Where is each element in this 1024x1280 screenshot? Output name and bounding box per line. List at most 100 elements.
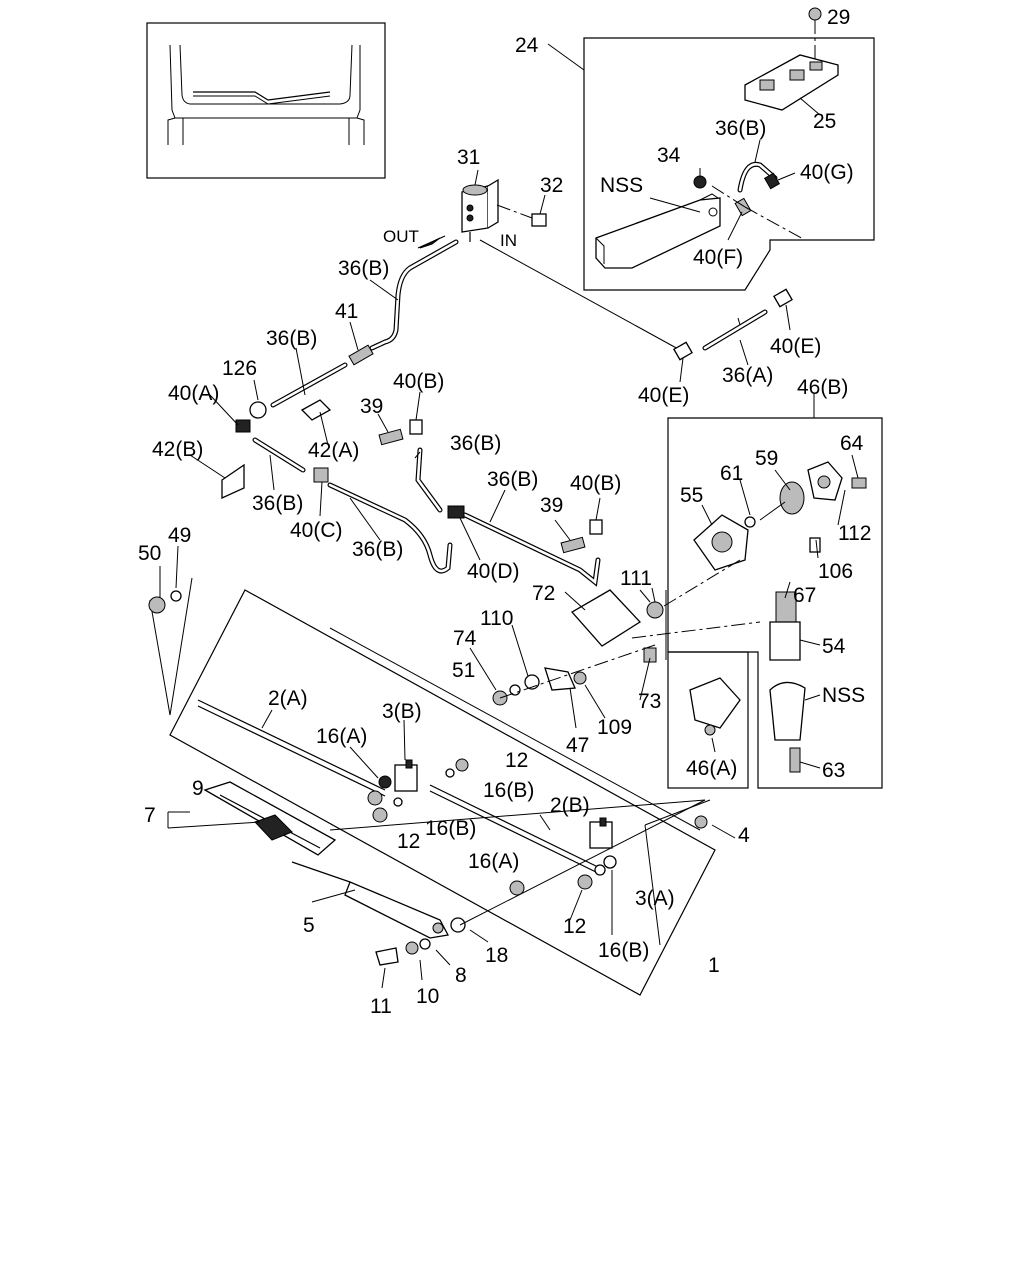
label-nss-motor: NSS	[822, 684, 865, 707]
washer-126-icon	[249, 401, 267, 419]
label-49: 49	[168, 524, 191, 547]
label-2b: 2(B)	[550, 794, 590, 817]
connector-39b-icon	[560, 536, 586, 554]
connector-41-icon	[348, 344, 374, 366]
label-46a: 46(A)	[686, 757, 737, 780]
bolt-29-icon	[808, 7, 822, 60]
label-54: 54	[822, 635, 846, 658]
washer-pump-icon	[461, 178, 499, 242]
label-40a: 40(A)	[168, 382, 219, 405]
label-74: 74	[453, 627, 477, 650]
wiper-motor-icon	[689, 461, 843, 773]
washer-tank-box	[547, 37, 875, 291]
label-34: 34	[657, 144, 681, 167]
connector-40e-right-icon	[773, 288, 793, 308]
windshield-outline-icon	[146, 22, 386, 179]
clip-42b-icon	[221, 463, 245, 500]
label-111: 111	[620, 567, 652, 590]
pivot-3a-icon	[577, 817, 617, 890]
label-64: 64	[840, 432, 864, 455]
callout-labels: 29 24 25 36(B) 34 NSS 40(G) 40(F) 31 32 …	[138, 6, 871, 1018]
connector-39a-icon	[378, 428, 404, 446]
connector-40b-b-icon	[589, 519, 603, 535]
label-8: 8	[455, 964, 467, 987]
linkage-rod-2a-icon	[197, 627, 701, 831]
label-nss-tank: NSS	[600, 174, 643, 197]
label-2a: 2(A)	[268, 687, 308, 710]
label-9: 9	[192, 777, 204, 800]
label-12-upper: 12	[505, 749, 528, 772]
label-11: 11	[370, 995, 392, 1018]
label-40e-left: 40(E)	[638, 384, 689, 407]
label-36b-upper: 36(B)	[266, 327, 317, 350]
label-12-lower: 12	[563, 915, 586, 938]
label-106: 106	[818, 560, 853, 583]
label-36a: 36(A)	[722, 364, 773, 387]
label-7: 7	[144, 804, 156, 827]
label-3b: 3(B)	[382, 700, 422, 723]
out-arrow-icon	[417, 235, 446, 249]
grommet-34-icon	[693, 175, 707, 189]
label-51: 51	[452, 659, 475, 682]
label-36b-right: 36(B)	[487, 468, 538, 491]
connector-40g-icon	[763, 172, 781, 190]
small-parts-linkage-icon	[148, 590, 708, 933]
label-40b-upper: 40(B)	[393, 370, 444, 393]
label-1: 1	[708, 954, 720, 977]
label-18: 18	[485, 944, 508, 967]
label-40g: 40(G)	[800, 161, 854, 184]
bolt-32-icon	[496, 204, 547, 227]
label-40e-right: 40(E)	[770, 335, 821, 358]
clip-42a-icon	[300, 399, 332, 421]
label-3a: 3(A)	[635, 887, 675, 910]
connector-40a-icon	[235, 419, 251, 433]
label-40c: 40(C)	[290, 519, 343, 542]
label-72: 72	[532, 582, 555, 605]
label-109: 109	[597, 716, 632, 739]
label-25: 25	[813, 110, 836, 133]
label-16b-upper: 16(B)	[483, 779, 534, 802]
label-36b-lower: 36(B)	[352, 538, 403, 561]
label-50: 50	[138, 542, 161, 565]
connector-40e-left-icon	[673, 341, 693, 361]
pivot-3b-icon	[367, 759, 418, 823]
label-126: 126	[222, 357, 257, 380]
label-4: 4	[738, 824, 750, 847]
label-110: 110	[480, 607, 513, 630]
label-36b-mid: 36(B)	[450, 432, 501, 455]
label-36b-left: 36(B)	[252, 492, 303, 515]
label-10: 10	[416, 985, 439, 1008]
label-47: 47	[566, 734, 589, 757]
wiper-blade-icon	[203, 781, 337, 856]
label-42a: 42(A)	[308, 439, 359, 462]
wiper-arm-icon	[291, 861, 449, 939]
label-112: 112	[838, 522, 871, 545]
connector-40b-a-icon	[409, 419, 423, 435]
label-36b-tank: 36(B)	[715, 117, 766, 140]
label-29: 29	[827, 6, 850, 29]
label-39-upper: 39	[360, 395, 383, 418]
label-in: IN	[500, 231, 517, 250]
connector-40c-icon	[313, 467, 329, 483]
tank-bracket-icon	[744, 54, 839, 111]
leader-lines	[159, 97, 859, 989]
label-16b-mid: 16(B)	[425, 817, 476, 840]
label-16a-upper: 16(A)	[316, 725, 367, 748]
label-59: 59	[755, 447, 778, 470]
washer-tank-icon	[595, 193, 721, 269]
label-out: OUT	[383, 227, 419, 246]
label-16a-lower: 16(A)	[468, 850, 519, 873]
hose-network	[252, 239, 768, 587]
label-32: 32	[540, 174, 563, 197]
linkage-rod-2b-icon	[429, 784, 601, 875]
label-55: 55	[680, 484, 703, 507]
label-73: 73	[638, 690, 661, 713]
label-63: 63	[822, 759, 845, 782]
motor-bolts-icon	[744, 477, 867, 553]
label-67: 67	[793, 584, 816, 607]
label-5: 5	[303, 914, 315, 937]
label-39-lower: 39	[540, 494, 563, 517]
linkage-outline	[149, 577, 716, 996]
hose-36b-short-icon	[737, 161, 778, 193]
